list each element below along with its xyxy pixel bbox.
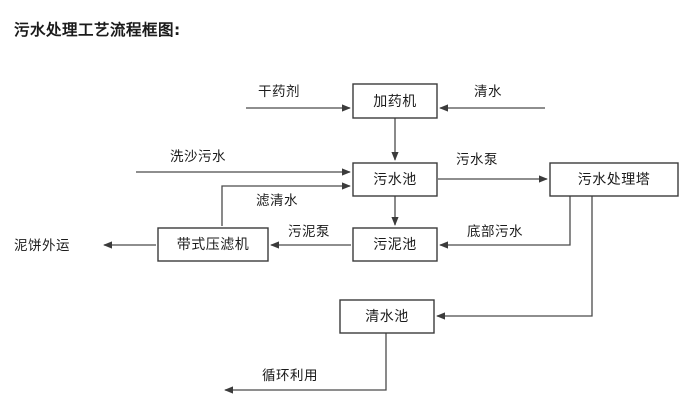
edge-sludge-pump-to-press: 污泥泵 bbox=[270, 224, 351, 249]
edge-tower-to-clean-water-pool bbox=[436, 196, 593, 320]
edge-label-clean-water: 清水 bbox=[474, 84, 502, 100]
node-belt-filter-press[interactable]: 带式压滤机 bbox=[157, 227, 269, 262]
node-label-dosing-machine: 加药机 bbox=[373, 94, 417, 110]
edge-label-recycle: 循环利用 bbox=[262, 368, 318, 384]
edge-filtrate-to-sewage-pool: 滤清水 bbox=[221, 182, 351, 226]
node-dosing-machine[interactable]: 加药机 bbox=[352, 83, 438, 119]
edge-press-to-mud-cake: 泥饼外运 bbox=[14, 238, 156, 254]
node-label-sludge-pool: 污泥池 bbox=[373, 237, 417, 253]
node-label-clean-water-pool: 清水池 bbox=[365, 309, 409, 325]
edge-label-bottom-sewage: 底部污水 bbox=[467, 224, 523, 240]
edge-label-filtrate: 滤清水 bbox=[256, 193, 298, 209]
edge-clean-water-to-dosing: 清水 bbox=[439, 84, 545, 112]
edge-label-dry-agent: 干药剂 bbox=[258, 84, 300, 100]
edge-sewage-pump-to-tower: 污水泵 bbox=[438, 152, 548, 183]
edge-sand-wash-sewage-to-pool: 洗沙污水 bbox=[136, 149, 351, 176]
node-clean-water-pool[interactable]: 清水池 bbox=[339, 299, 435, 334]
edge-label-sand-wash-sewage: 洗沙污水 bbox=[170, 149, 226, 165]
page-title: 污水处理工艺流程框图: bbox=[14, 21, 181, 39]
node-treatment-tower[interactable]: 污水处理塔 bbox=[549, 162, 679, 197]
edge-label-sewage-pump: 污水泵 bbox=[456, 152, 498, 168]
node-sludge-pool[interactable]: 污泥池 bbox=[352, 227, 438, 262]
node-sewage-pool[interactable]: 污水池 bbox=[352, 162, 438, 197]
edge-clean-water-recycle: 循环利用 bbox=[224, 333, 387, 394]
edge-label-sludge-pump: 污泥泵 bbox=[288, 224, 330, 240]
node-label-treatment-tower: 污水处理塔 bbox=[578, 172, 651, 188]
edge-dry-agent-to-dosing: 干药剂 bbox=[246, 84, 351, 112]
node-label-belt-filter-press: 带式压滤机 bbox=[177, 237, 250, 253]
node-label-sewage-pool: 污水池 bbox=[373, 172, 417, 188]
terminal-label-mud-cake-output: 泥饼外运 bbox=[14, 238, 70, 254]
edge-bottom-sewage-to-sludge-pool: 底部污水 bbox=[439, 196, 571, 249]
